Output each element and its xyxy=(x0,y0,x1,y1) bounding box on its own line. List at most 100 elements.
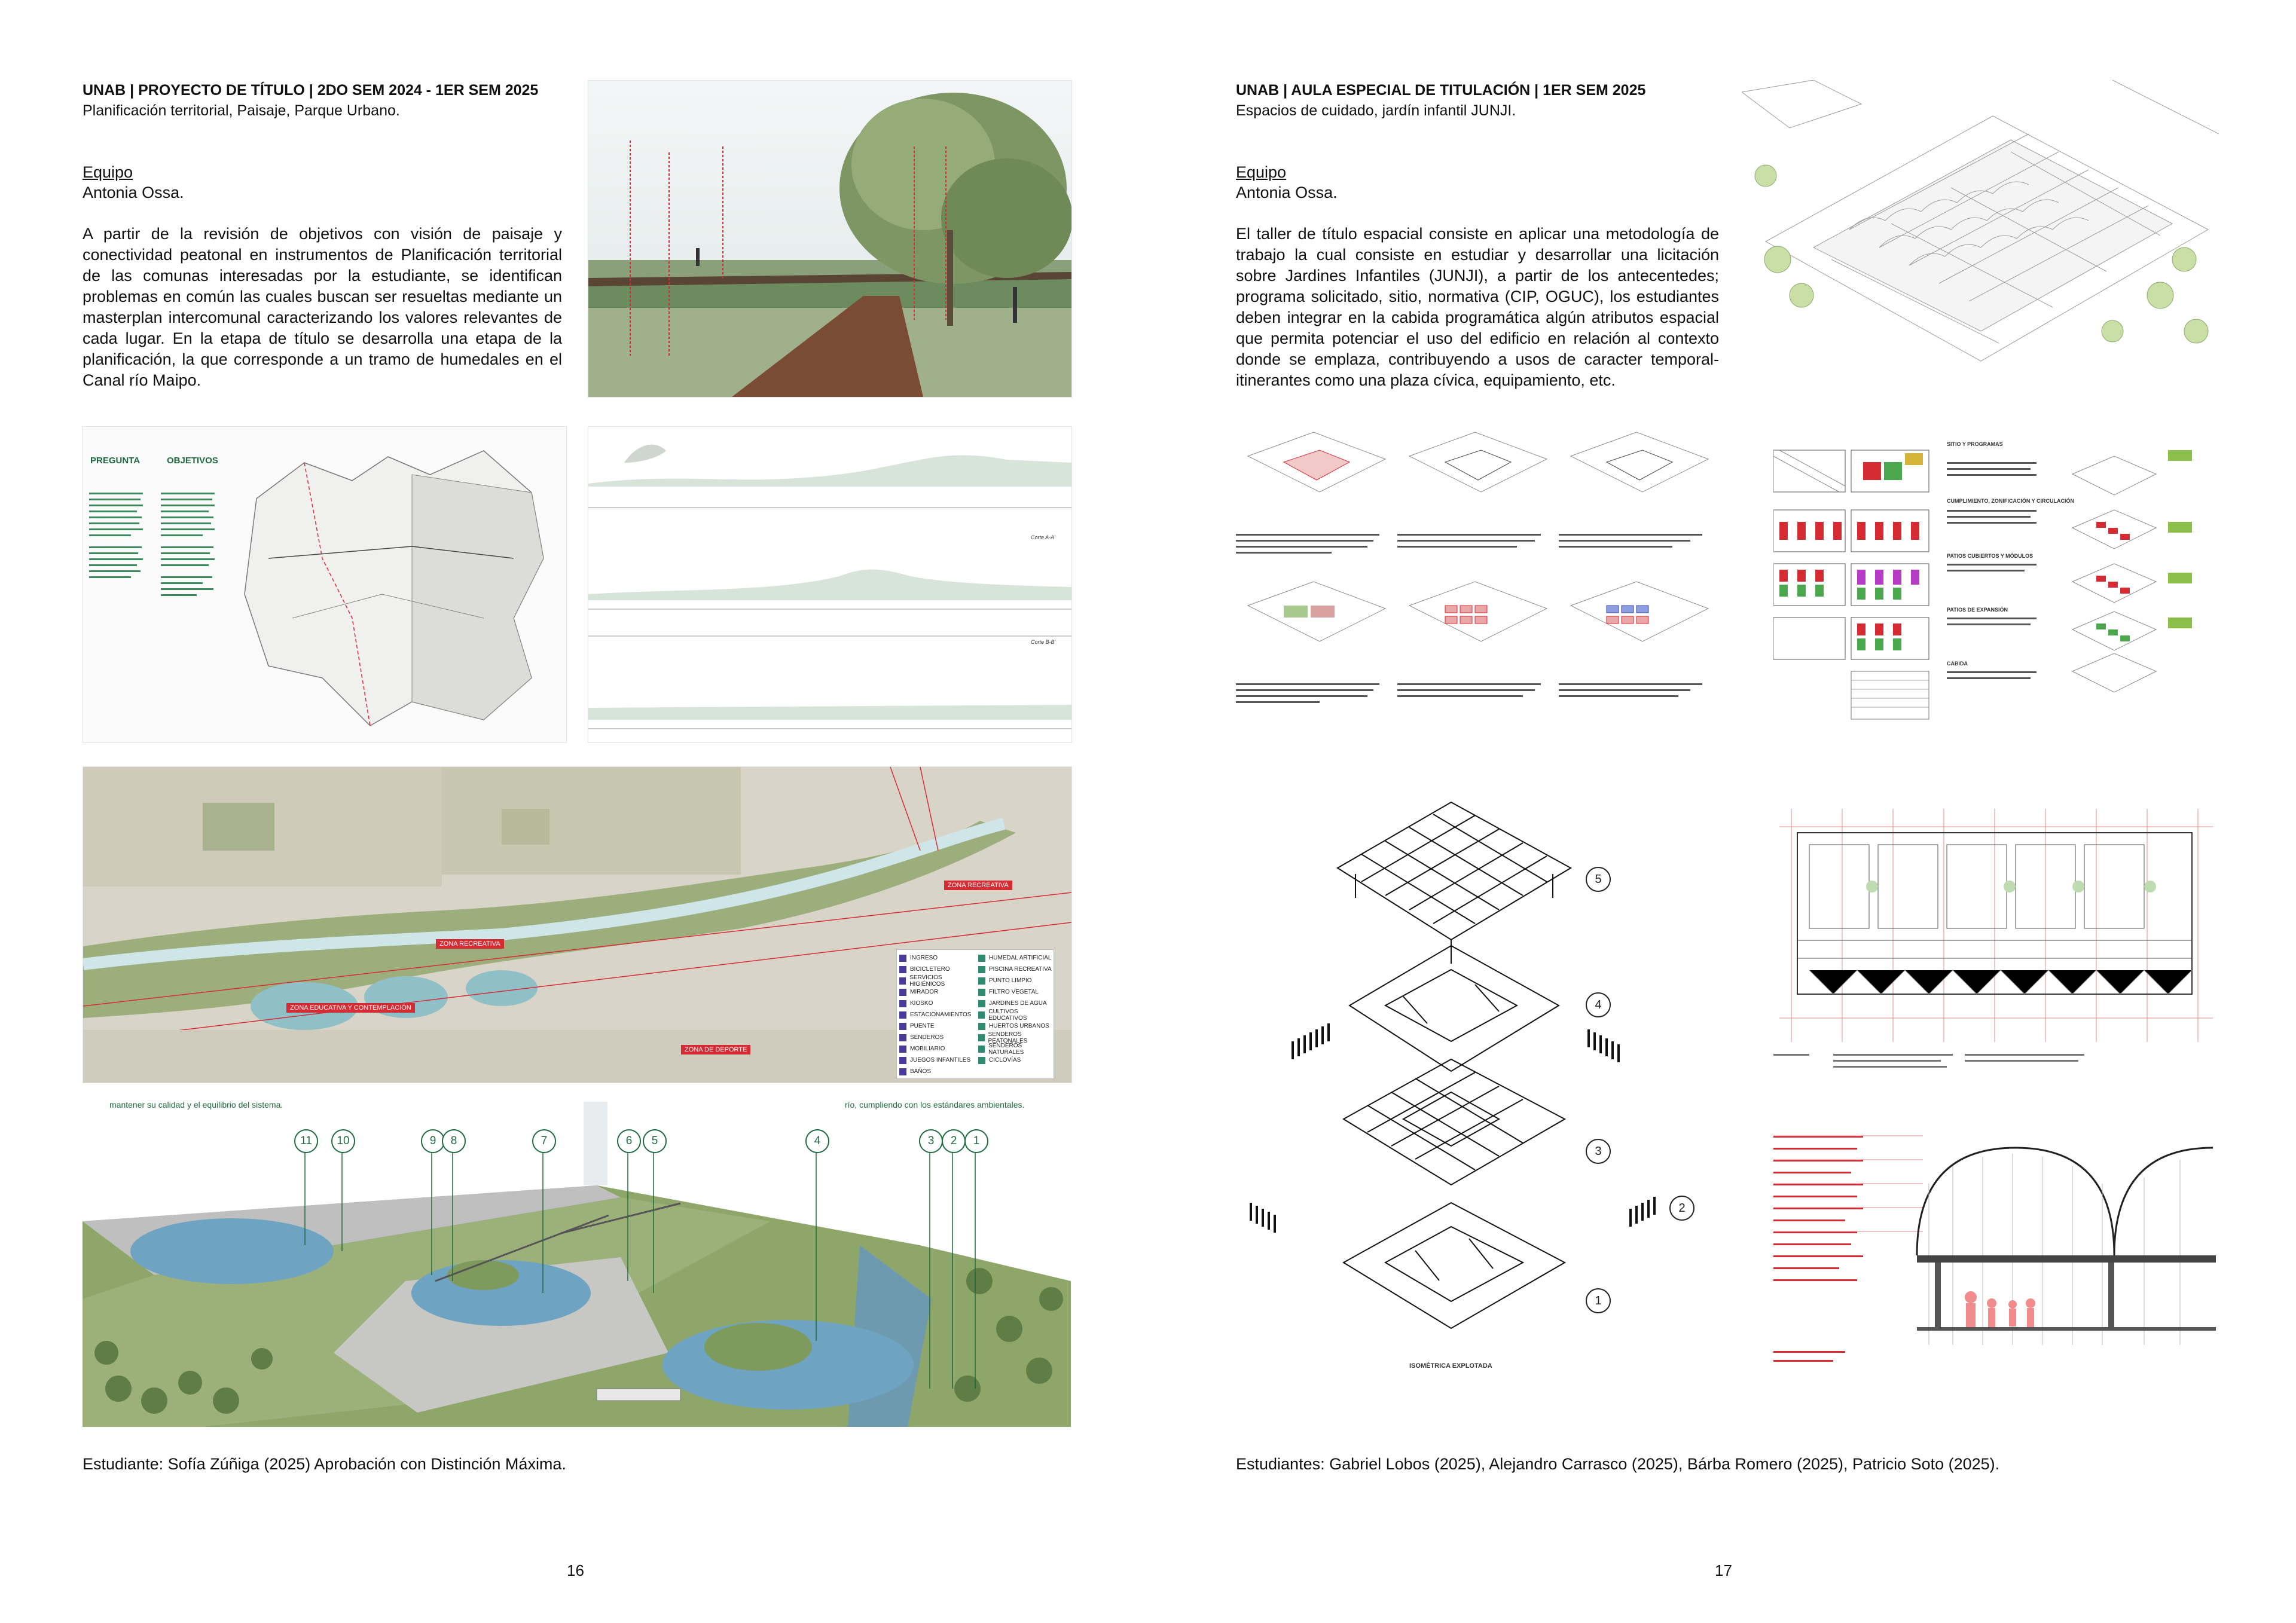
left-caption: Estudiante: Sofía Zúñiga (2025) Aprobaci… xyxy=(83,1455,566,1473)
floor-plan-image xyxy=(1773,809,2213,1068)
left-header: UNAB | PROYECTO DE TÍTULO | 2DO SEM 2024… xyxy=(83,80,585,121)
zone-label-3: ZONA RECREATIVA xyxy=(944,881,1012,890)
aerial-render-image xyxy=(83,1102,1071,1427)
legend-left-item-2: SERVICIOS HIGIÉNICOS xyxy=(897,974,975,988)
exploded-isometric-image xyxy=(1250,801,1656,1329)
boardwalk-render-image xyxy=(588,81,1071,397)
legend-label: PUENTE xyxy=(910,1023,935,1029)
legend-right-item-7: SENDEROS PEATONALES xyxy=(976,1031,1054,1044)
aerial-callout-2: 2 xyxy=(942,1129,966,1153)
legend-label: CULTIVOS EDUCATIVOS xyxy=(988,1008,1027,1022)
legend-right-item-9: CICLOVÍAS xyxy=(976,1055,1054,1066)
sections-panel: Corte A-A' Corte B-B' xyxy=(588,426,1072,743)
legend-label: BAÑOS xyxy=(910,1068,932,1075)
legend-swatch xyxy=(899,954,906,962)
legend-swatch xyxy=(978,1045,985,1053)
legend-label: MOBILIARIO xyxy=(910,1046,945,1052)
legend-swatch xyxy=(899,988,906,996)
section-label-b: Corte B-B' xyxy=(1031,639,1056,645)
legend-label: SERVICIOS HIGIÉNICOS xyxy=(909,974,945,988)
page-17: UNAB | AULA ESPECIAL DE TITULACIÓN | 1ER… xyxy=(1148,0,2296,1623)
program-sheet: SITIO Y PROGRAMAS CUMPLIMIENTO, ZONIFICA… xyxy=(1773,438,2219,731)
legend-right-item-1: PISCINA RECREATIVA xyxy=(976,964,1054,975)
legend-swatch xyxy=(978,1000,985,1007)
floor-plan xyxy=(1773,803,2219,1074)
program-heading-3: PATIOS CUBIERTOS Y MÓDULOS xyxy=(1947,553,2034,559)
page-number-17: 17 xyxy=(1715,1561,1732,1579)
program-heading-5: CABIDA xyxy=(1947,661,1968,667)
aerial-callout-11: 11 xyxy=(294,1129,318,1153)
legend-swatch xyxy=(899,1034,906,1041)
legend-label: PISCINA RECREATIVA xyxy=(989,966,1052,973)
legend-left-item-1: BICICLETERO xyxy=(897,964,975,975)
exploded-callout-2: 2 xyxy=(1669,1196,1694,1221)
section-label-a: Corte A-A' xyxy=(1031,534,1055,540)
legend-label: BICICLETERO xyxy=(910,966,950,973)
commune-map-panel: PREGUNTA OBJETIVOS xyxy=(83,426,567,743)
exploded-isometric-panel: 5 4 3 2 1 ISOMÉTRICA EXPLOTADA xyxy=(1236,766,1719,1388)
zone-label-2: ZONA EDUCATIVA Y CONTEMPLACIÓN xyxy=(286,1003,415,1013)
legend-swatch xyxy=(978,954,985,962)
left-header-title: UNAB | PROYECTO DE TÍTULO | 2DO SEM 2024… xyxy=(83,82,539,99)
right-body-text: El taller de título espacial consiste en… xyxy=(1236,225,1719,389)
right-header-title: UNAB | AULA ESPECIAL DE TITULACIÓN | 1ER… xyxy=(1236,82,1646,99)
legend-left-item-6: PUENTE xyxy=(897,1020,975,1032)
legend-left-item-7: SENDEROS xyxy=(897,1032,975,1043)
legend-swatch xyxy=(978,1022,985,1030)
legend-swatch xyxy=(899,1011,906,1019)
legend-left-item-9: JUEGOS INFANTILES xyxy=(897,1055,975,1066)
aerial-callout-1: 1 xyxy=(964,1129,988,1153)
legend-label: FILTRO VEGETAL xyxy=(989,989,1039,995)
left-body-text: A partir de la revisión de objetivos con… xyxy=(83,225,562,389)
legend-swatch xyxy=(899,1056,906,1064)
page-number-16: 16 xyxy=(567,1561,584,1579)
legend-label: JUEGOS INFANTILES xyxy=(910,1057,971,1063)
legend-label: INGRESO xyxy=(910,955,938,961)
sections-drawing xyxy=(588,444,1071,729)
legend-right-item-0: HUMEDAL ARTIFICIAL xyxy=(976,952,1054,964)
aerial-render-panel: mantener su calidad y el equilibrio del … xyxy=(83,1102,1071,1427)
heading-objetivos: OBJETIVOS xyxy=(167,456,218,466)
legend-swatch xyxy=(978,1034,985,1041)
site-axonometric-image xyxy=(1742,80,2219,362)
arch-section xyxy=(1773,1124,2219,1405)
process-diagrams xyxy=(1236,426,1719,742)
right-header-subtitle: Espacios de cuidado, jardín infantil JUN… xyxy=(1236,102,1516,119)
site-axonometric xyxy=(1742,80,2219,396)
legend-swatch xyxy=(899,1068,906,1075)
aerial-callout-10: 10 xyxy=(331,1129,355,1153)
legend-label: SENDEROS PEATONALES xyxy=(988,1031,1028,1044)
program-heading-2: CUMPLIMIENTO, ZONIFICACIÓN Y CIRCULACIÓN xyxy=(1947,498,2075,504)
right-team-member: Antonia Ossa. xyxy=(1236,184,1338,201)
legend-swatch xyxy=(899,1045,906,1053)
aerial-text-right: río, cumpliendo con los estándares ambie… xyxy=(845,1102,1025,1109)
legend-swatch xyxy=(978,1011,985,1019)
aerial-callout-8: 8 xyxy=(442,1129,466,1153)
legend-right-item-8: SENDEROS NATURALES xyxy=(976,1043,1054,1056)
legend-label: ESTACIONAMIENTOS xyxy=(910,1011,972,1018)
program-sheet-image xyxy=(1773,450,2192,720)
left-team-label: Equipo xyxy=(83,163,133,181)
legend-label: HUERTOS URBANOS xyxy=(989,1023,1049,1029)
exploded-callout-5: 5 xyxy=(1586,867,1611,892)
aerial-callout-6: 6 xyxy=(617,1129,641,1153)
legend-left-item-5: ESTACIONAMIENTOS xyxy=(897,1009,975,1020)
aerial-text-left: mantener su calidad y el equilibrio del … xyxy=(109,1102,283,1109)
exploded-callout-1: 1 xyxy=(1586,1288,1611,1313)
legend-label: KIOSKO xyxy=(910,1000,933,1007)
left-team: Equipo Antonia Ossa. xyxy=(83,162,441,203)
aerial-callout-7: 7 xyxy=(532,1129,556,1153)
exploded-callout-3: 3 xyxy=(1586,1139,1611,1164)
right-caption: Estudiantes: Gabriel Lobos (2025), Aleja… xyxy=(1236,1455,2000,1473)
legend-left-item-4: KIOSKO xyxy=(897,998,975,1009)
legend-swatch xyxy=(978,965,985,973)
aerial-callout-5: 5 xyxy=(643,1129,667,1153)
legend-left-item-0: INGRESO xyxy=(897,952,975,964)
right-team-label: Equipo xyxy=(1236,163,1287,181)
legend-right-item-5: CULTIVOS EDUCATIVOS xyxy=(976,1008,1054,1022)
legend-swatch xyxy=(899,1022,906,1030)
commune-map xyxy=(244,450,544,726)
legend-swatch xyxy=(899,965,906,973)
zone-label-1: ZONA RECREATIVA xyxy=(436,939,504,949)
program-heading-1: SITIO Y PROGRAMAS xyxy=(1947,441,2003,447)
